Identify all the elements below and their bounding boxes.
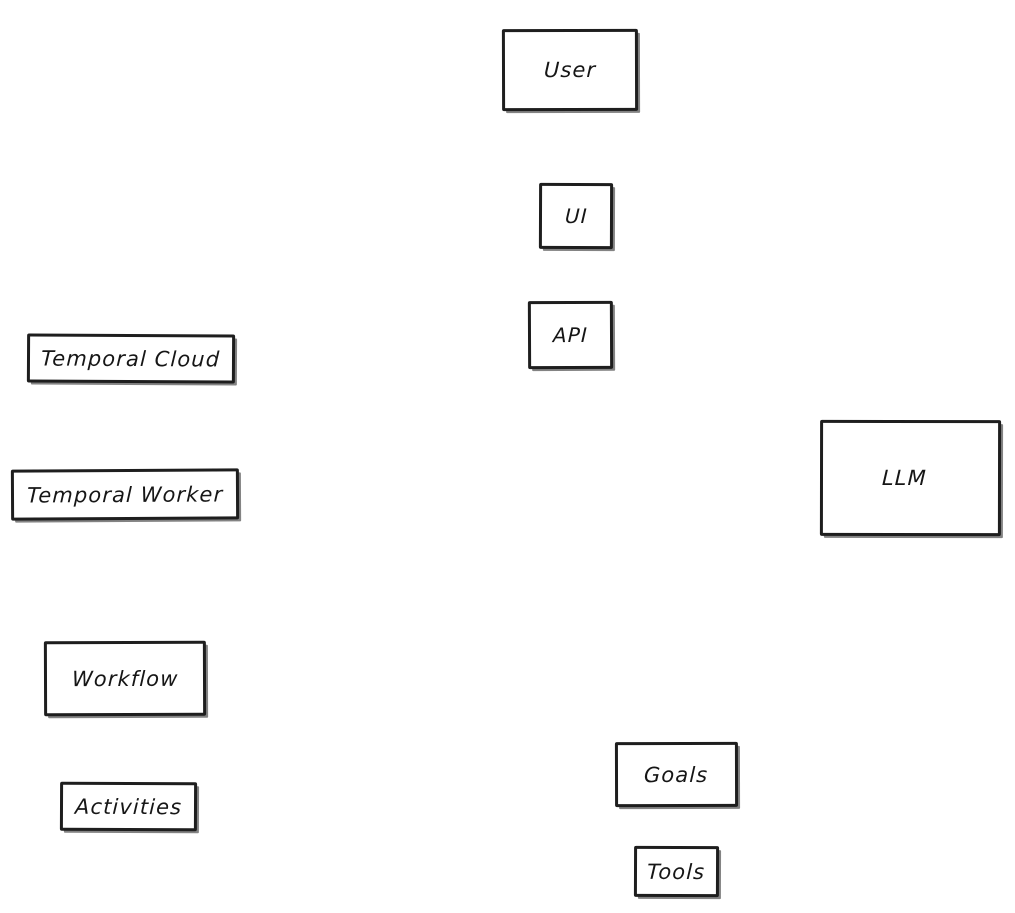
node-activities-label: Activities — [74, 794, 183, 819]
node-api[interactable]: API — [527, 300, 614, 370]
node-temporal-cloud[interactable]: Temporal Cloud — [26, 333, 236, 384]
node-workflow[interactable]: Workflow — [43, 640, 207, 717]
node-temporal-worker[interactable]: Temporal Worker — [10, 468, 240, 521]
node-llm[interactable]: LLM — [819, 419, 1002, 537]
node-api-label: API — [552, 322, 589, 348]
clipped-header-strip: · · · · · · · · · · · · · · · · · · · · … — [0, 0, 1015, 9]
node-temporal-cloud-label: Temporal Cloud — [40, 346, 222, 371]
node-workflow-label: Workflow — [71, 666, 179, 691]
node-tools[interactable]: Tools — [633, 845, 720, 898]
node-temporal-worker-label: Temporal Worker — [26, 481, 224, 508]
clipped-header-text: · · · · · · · · · · · · · · · · · · · · … — [290, 0, 530, 3]
node-llm-label: LLM — [881, 465, 928, 491]
node-tools-label: Tools — [646, 859, 707, 884]
node-user-label: User — [543, 57, 597, 83]
node-activities[interactable]: Activities — [59, 781, 198, 832]
node-ui-label: UI — [564, 203, 588, 229]
node-user[interactable]: User — [501, 28, 639, 112]
node-ui[interactable]: UI — [538, 182, 614, 250]
node-goals[interactable]: Goals — [614, 741, 739, 808]
node-goals-label: Goals — [643, 762, 710, 787]
